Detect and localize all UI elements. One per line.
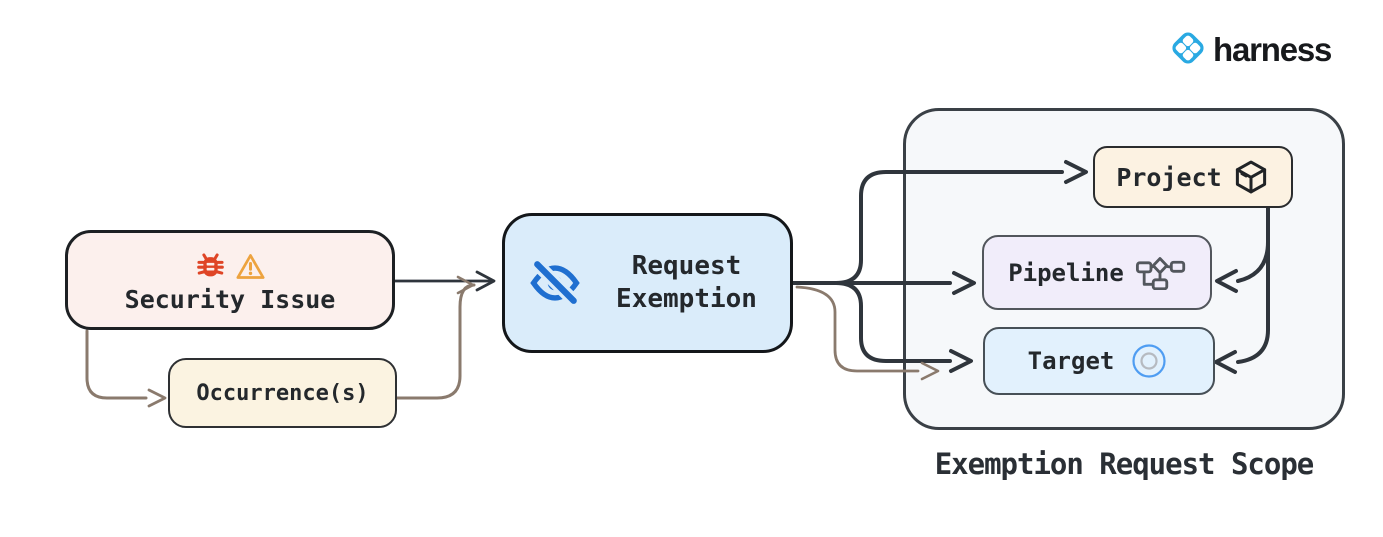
security-issue-label: Security Issue [124, 285, 336, 314]
project-label: Project [1116, 162, 1222, 192]
edge-request-to-project [834, 170, 1064, 285]
harness-logo: harness [1168, 28, 1332, 68]
edge-request-to-target [834, 281, 952, 363]
pipeline-icon [1135, 256, 1185, 290]
arrowhead-security-to-occurrences [147, 388, 167, 408]
request-exemption-line2: Exemption [616, 284, 757, 314]
harness-wordmark: harness [1213, 30, 1332, 68]
node-occurrences: Occurrence(s) [168, 358, 397, 428]
package-icon [1235, 160, 1266, 194]
node-pipeline: Pipeline [982, 235, 1212, 310]
node-security-issue: Security Issue [65, 230, 395, 330]
arrowhead-brown-to-target [920, 361, 940, 381]
target-label: Target [1027, 347, 1115, 375]
arrowhead-project-to-target [1214, 350, 1237, 374]
edge-project-to-pipeline [1236, 206, 1270, 283]
edge-security-to-occurrences [85, 329, 148, 400]
edge-project-to-target [1236, 206, 1270, 364]
target-icon [1132, 344, 1166, 378]
arrowhead-request-to-target [949, 349, 973, 373]
arrowhead-security-to-request [475, 270, 496, 292]
bug-icon [196, 253, 224, 277]
request-exemption-line1: Request [631, 251, 742, 281]
arrowhead-request-to-pipeline [952, 271, 976, 295]
pipeline-label: Pipeline [1008, 258, 1124, 287]
node-request-exemption: Request Exemption [502, 213, 793, 353]
eye-off-icon [528, 255, 583, 310]
node-target: Target [983, 327, 1215, 395]
security-issue-icons [194, 250, 267, 283]
scope-caption: Exemption Request Scope [934, 447, 1315, 481]
arrowhead-occurrences-to-request [456, 275, 475, 295]
request-exemption-label: Request Exemption [599, 250, 774, 316]
arrowhead-project-to-pipeline [1215, 269, 1238, 293]
edge-brown-to-target [795, 285, 920, 373]
harness-logo-icon [1172, 32, 1204, 64]
occurrences-label: Occurrence(s) [196, 380, 369, 406]
edge-occurrences-to-request [395, 283, 476, 400]
node-project: Project [1093, 146, 1293, 208]
arrowhead-request-to-project [1064, 160, 1088, 184]
warning-icon [235, 254, 265, 279]
